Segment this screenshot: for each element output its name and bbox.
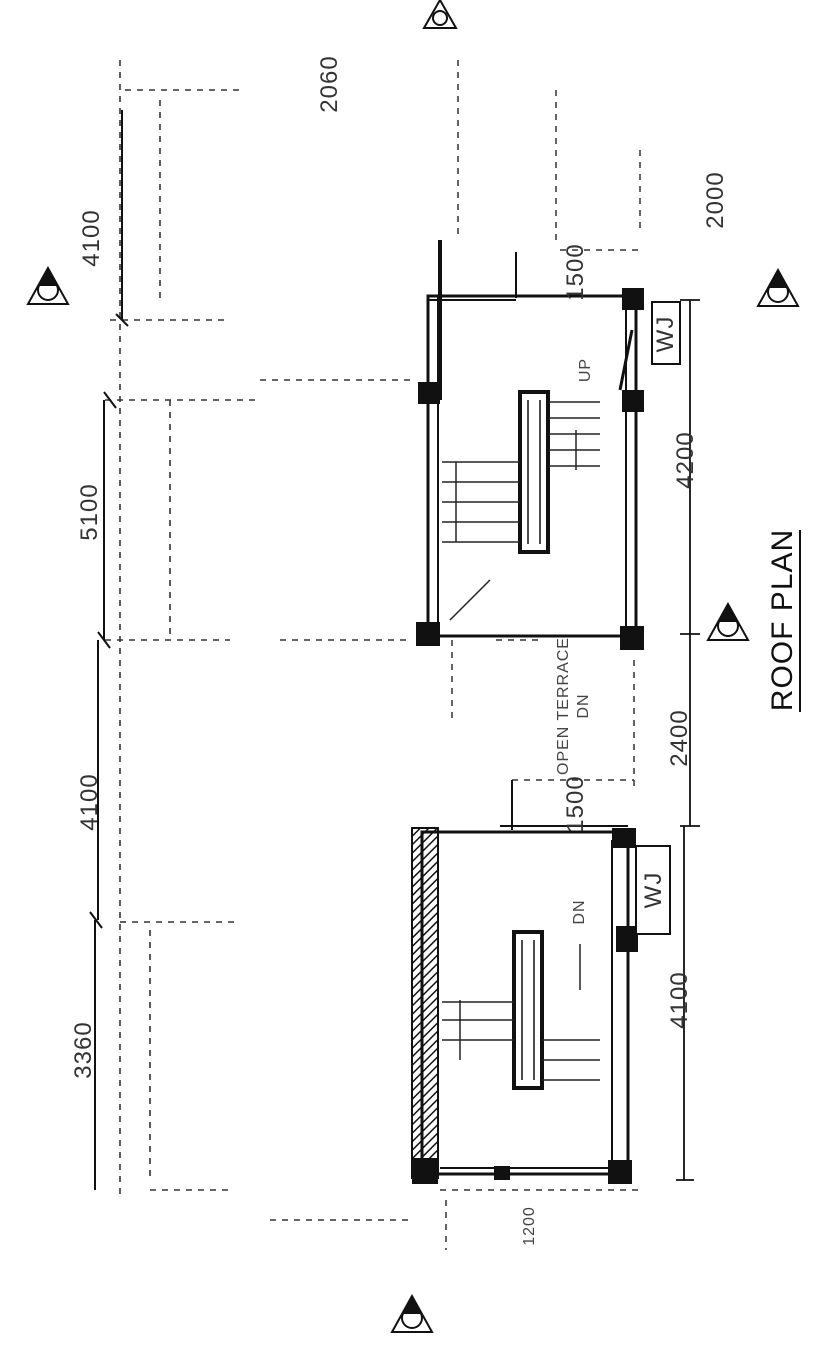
dim-mid-a: 1500 — [562, 243, 589, 301]
dim-mid-b: 1500 — [562, 775, 589, 833]
dim-right-a: 2000 — [702, 171, 729, 229]
dim-right-d: 4100 — [666, 971, 693, 1029]
dim-mid-c: 1200 — [521, 1206, 538, 1246]
dim-right-c: 2400 — [666, 709, 693, 767]
right-grid-lines — [440, 60, 641, 1250]
stair-dn-label: DN — [571, 899, 588, 925]
right-dimension-lines — [676, 299, 700, 1181]
left-dimension-lines — [89, 110, 129, 1190]
section-marker-title — [706, 601, 750, 641]
wj-label-upper: WJ — [652, 315, 679, 353]
open-terrace-sub-label: DN — [575, 693, 592, 719]
wj-label-lower: WJ — [640, 871, 667, 909]
wj-box-upper — [651, 301, 681, 365]
section-marker-right — [756, 267, 800, 307]
drawing-title: ROOF PLAN — [766, 528, 799, 712]
dim-top-d: 4100 — [76, 773, 103, 831]
stair-up-label: UP — [577, 357, 594, 383]
dim-top-e: 3360 — [70, 1021, 97, 1079]
upper-roof-block — [416, 240, 644, 650]
left-grid-lines — [105, 60, 410, 1221]
dim-right-b: 4200 — [672, 431, 699, 489]
open-terrace-label: OPEN TERRACE — [555, 637, 572, 775]
dim-top-a: 2060 — [316, 55, 343, 113]
section-marker-top — [26, 265, 70, 305]
section-marker-bottom — [390, 1293, 434, 1333]
dim-top-c: 5100 — [76, 483, 103, 541]
wj-box-lower — [635, 845, 671, 935]
lower-roof-block — [411, 825, 638, 1184]
dim-top-b: 4100 — [78, 209, 105, 267]
section-marker-topmost — [422, 0, 458, 29]
